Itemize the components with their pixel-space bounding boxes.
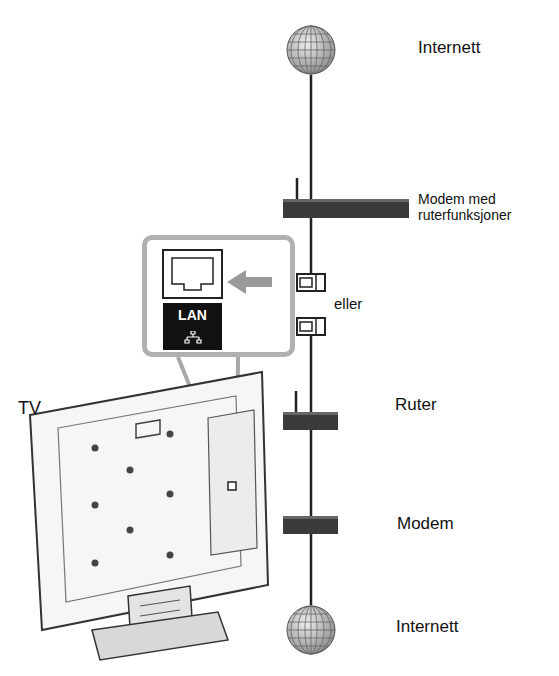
device-drawing: [283, 516, 338, 534]
globe-grid: [287, 606, 335, 654]
lan-plug: [297, 318, 325, 335]
internet-globe: Internett: [286, 25, 336, 75]
cable: [310, 75, 313, 199]
device-label: TV: [18, 398, 41, 419]
mount-hole: [167, 491, 174, 498]
device-label: Modem: [397, 514, 454, 534]
mount-hole: [92, 445, 99, 452]
alternative-note: eller: [334, 295, 362, 312]
mount-hole: [92, 560, 99, 567]
lan-inset: LAN: [142, 235, 295, 357]
device-body: [283, 516, 338, 534]
mount-hole: [167, 552, 174, 559]
device-top: [283, 412, 338, 415]
port-label: LAN: [163, 307, 222, 323]
globe: [287, 606, 335, 654]
device-top: [283, 199, 409, 202]
lan-band: LAN: [163, 303, 222, 350]
lan-plug: [297, 274, 325, 291]
cable: [310, 534, 313, 605]
modem-router: Modem med ruterfunksjoner: [283, 199, 409, 218]
lan-port: [163, 250, 222, 298]
device-label: Internett: [396, 617, 458, 637]
globe: [287, 26, 335, 74]
terminal-panel: [208, 410, 257, 555]
device-body: [283, 412, 338, 430]
globe-grid: [287, 26, 335, 74]
mount-hole: [92, 502, 99, 509]
device-top: [283, 516, 338, 519]
network-icon: [183, 331, 203, 344]
tv-panel: [30, 372, 268, 630]
modem: Modem: [283, 516, 338, 534]
cable: [310, 430, 313, 516]
internet-globe: Internett: [286, 605, 336, 655]
mount-hole: [127, 467, 134, 474]
lan-port-small: [228, 482, 236, 490]
mount-hole: [127, 527, 134, 534]
stand-detail: [140, 600, 180, 616]
insert-arrow: [227, 270, 272, 294]
globe-drawing: [286, 605, 336, 655]
router: Ruter: [283, 412, 338, 430]
device-label: Modem med ruterfunksjoner: [418, 191, 538, 223]
antenna: [296, 178, 299, 199]
tv-back: TV: [20, 365, 280, 673]
device-drawing: [283, 199, 409, 218]
cable: [310, 217, 313, 274]
tv-drawing: [20, 365, 280, 673]
mount-hole: [167, 431, 174, 438]
cable: [310, 335, 313, 412]
label-plate: [136, 420, 160, 438]
antenna: [295, 391, 298, 412]
device-label: Ruter: [395, 395, 437, 415]
lan-socket: [172, 258, 213, 290]
device-body: [283, 199, 409, 218]
stand-base: [92, 612, 228, 660]
device-label: Internett: [418, 38, 480, 58]
globe-drawing: [286, 25, 336, 75]
device-drawing: [283, 412, 338, 430]
